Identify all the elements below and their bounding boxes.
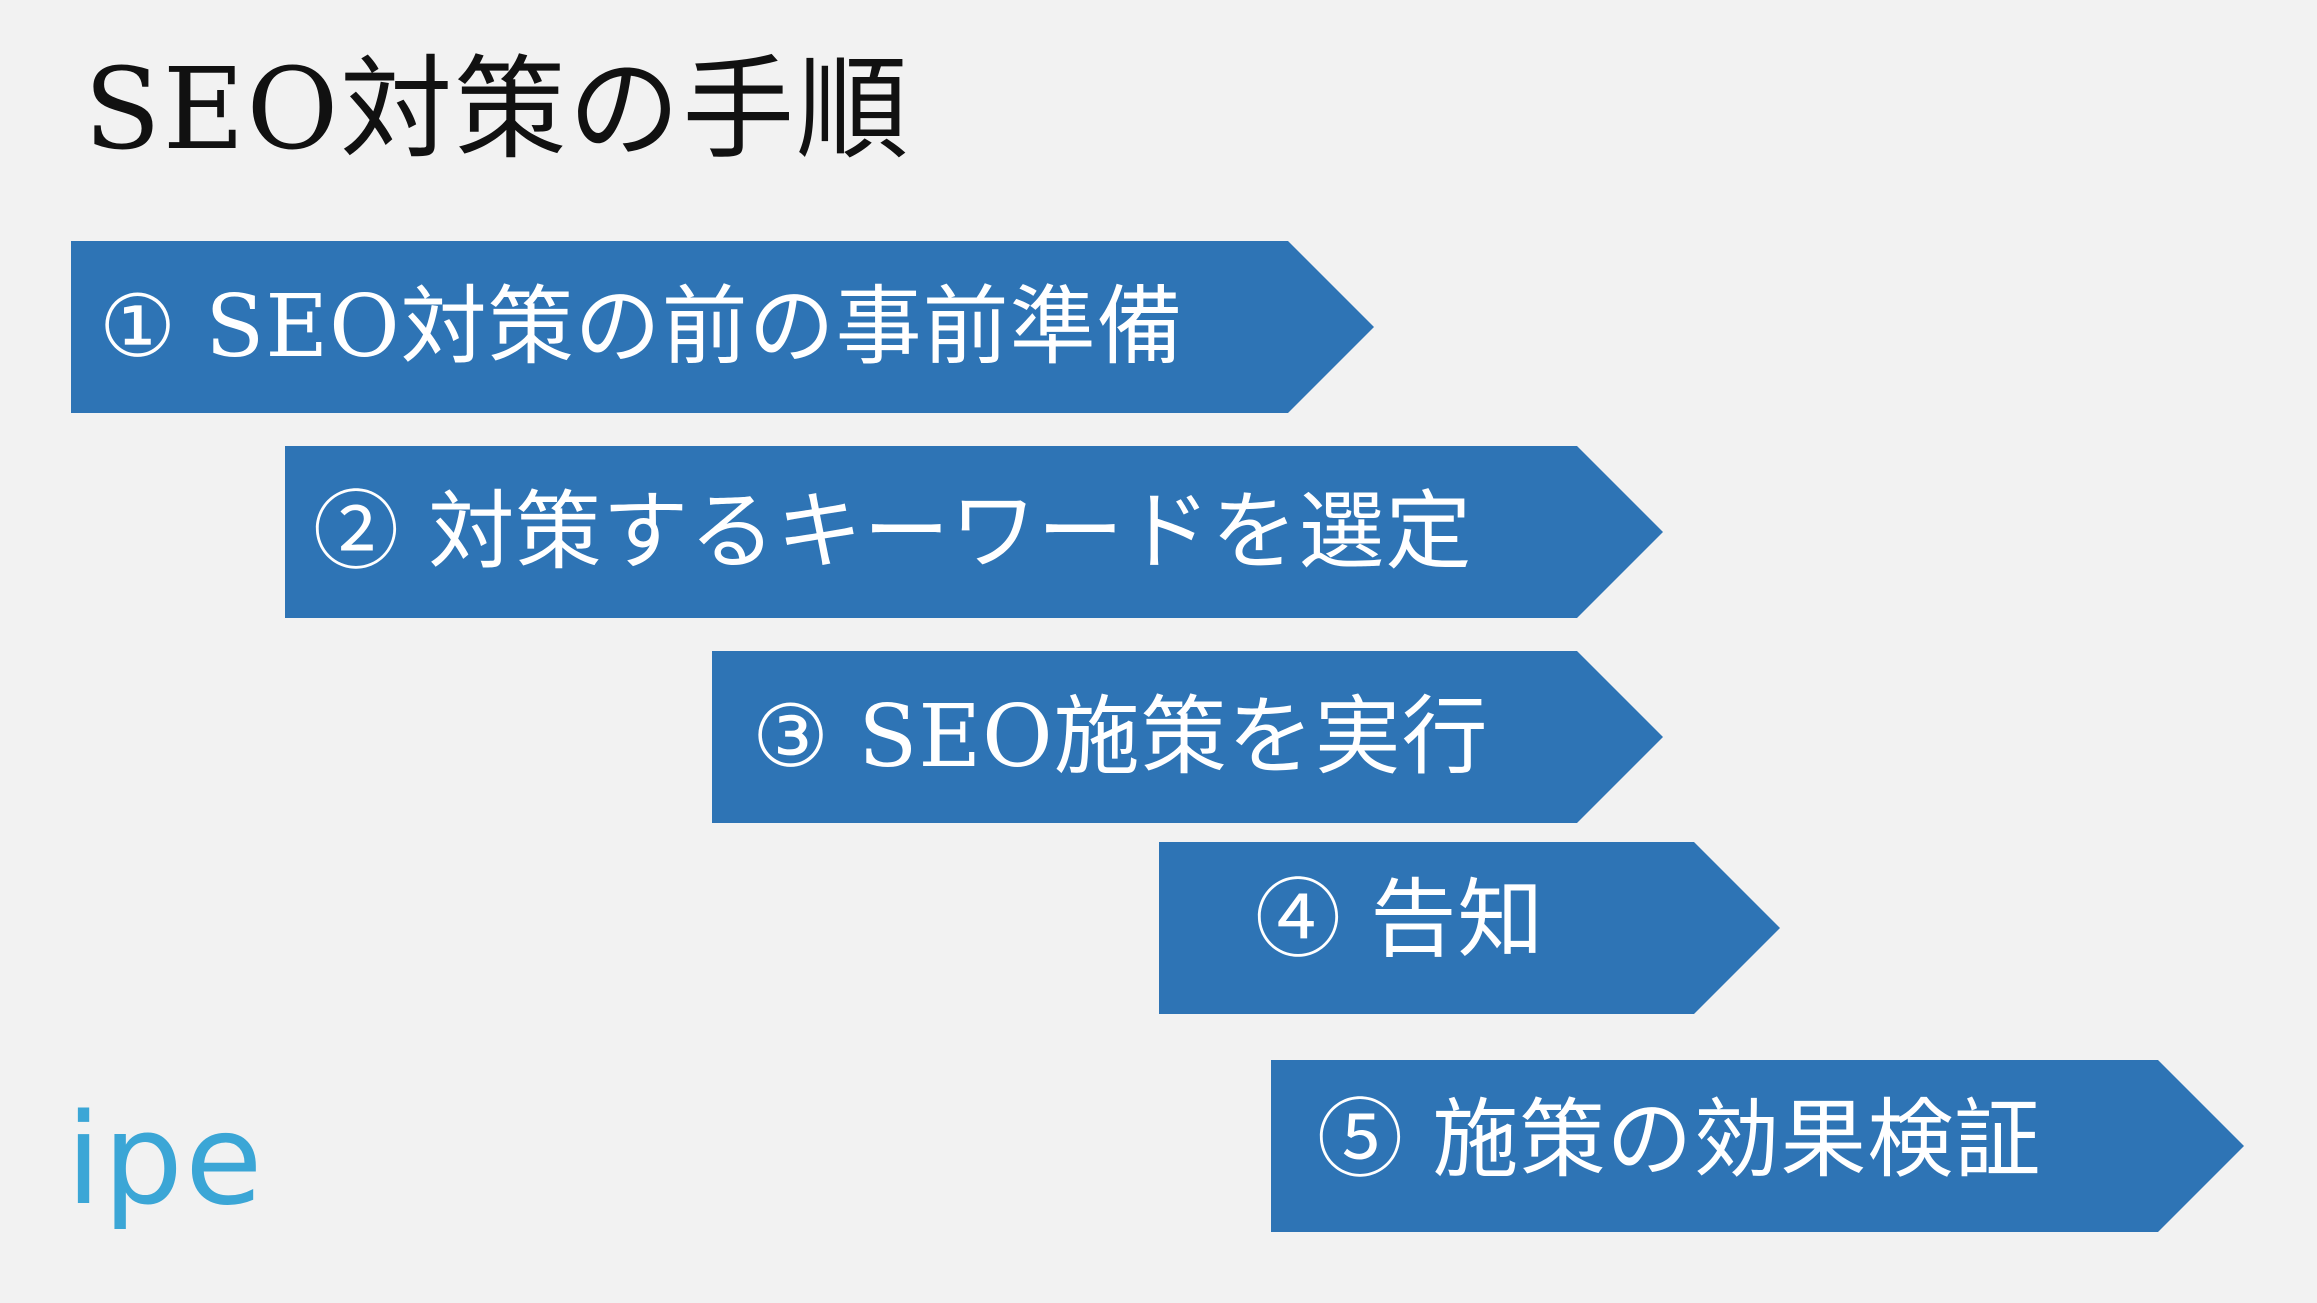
step-4-arrow: ④ 告知	[1159, 842, 1780, 1014]
step-2-arrow: ② 対策するキーワードを選定	[285, 446, 1663, 618]
step-1-arrow: ① SEO対策の前の事前準備	[71, 241, 1374, 413]
step-1-label: ① SEO対策の前の事前準備	[99, 277, 1184, 377]
arrow-shape	[1271, 1060, 2244, 1232]
step-2-label: ② 対策するキーワードを選定	[313, 482, 1473, 582]
step-4-label: ④ 告知	[1255, 870, 1545, 970]
arrow-shape	[1159, 842, 1780, 1014]
ipe-logo: ipe	[66, 1086, 265, 1233]
arrow-shape	[712, 651, 1663, 823]
arrow-shape	[71, 241, 1374, 413]
step-3-label: ③ SEO施策を実行	[752, 687, 1489, 787]
step-5-arrow: ⑤ 施策の効果検証	[1271, 1060, 2244, 1232]
step-3-arrow: ③ SEO施策を実行	[712, 651, 1663, 823]
step-5-label: ⑤ 施策の効果検証	[1317, 1090, 2042, 1190]
page-title: SEO対策の手順	[84, 45, 911, 175]
arrow-shape	[285, 446, 1663, 618]
